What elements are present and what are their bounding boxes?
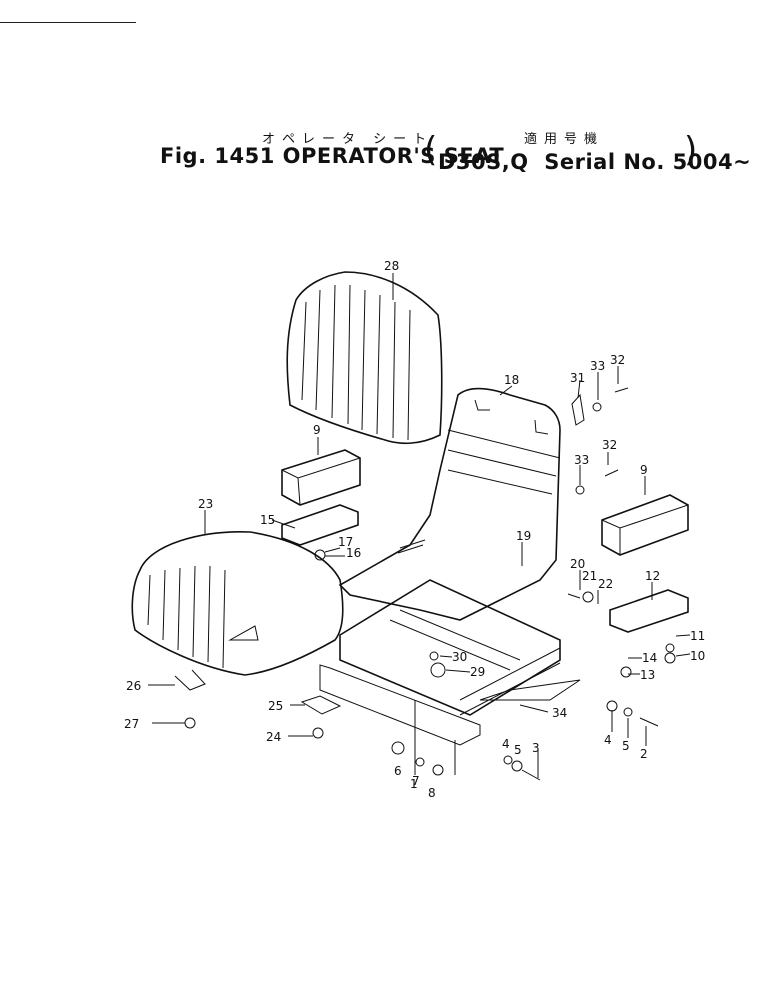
seat-frame	[338, 387, 561, 621]
callout-8: 8	[428, 786, 436, 800]
close-paren: )	[684, 130, 698, 170]
callout-9: 9	[313, 423, 321, 437]
callout-7: 7	[412, 774, 420, 788]
callout-15: 15	[260, 513, 275, 527]
backrest-cushion	[286, 271, 443, 445]
model-line: D30S,Q Serial No. 5004~	[438, 150, 751, 174]
callout-22: 22	[598, 577, 613, 591]
callout-23: 23	[198, 497, 213, 511]
title-text: OPERATOR'S SEAT	[282, 144, 505, 168]
callout-29: 29	[470, 665, 485, 679]
callout-19: 19	[516, 529, 531, 543]
callout-16: 16	[346, 546, 361, 560]
callout-12: 12	[645, 569, 660, 583]
fig-label: Fig.	[160, 144, 207, 168]
callout-10: 10	[690, 649, 705, 663]
callout-30: 30	[452, 650, 467, 664]
callout-33: 33	[590, 359, 605, 373]
callout-5b: 5	[514, 743, 522, 757]
armrest-pad-right	[601, 494, 689, 556]
callout-17: 17	[338, 535, 353, 549]
callout-21: 21	[582, 569, 597, 583]
open-paren: (	[424, 130, 438, 170]
callout-32b: 32	[602, 438, 617, 452]
callout-26: 26	[126, 679, 141, 693]
callout-6: 6	[394, 764, 402, 778]
fig-number: 1451	[214, 144, 275, 168]
serial-range: 5004~	[672, 150, 752, 174]
callout-34: 34	[552, 706, 567, 720]
top-rule	[0, 22, 136, 23]
callout-4: 4	[604, 733, 612, 747]
base-bracket	[319, 579, 581, 746]
callout-32: 32	[610, 353, 625, 367]
callout-33b: 33	[574, 453, 589, 467]
callout-31: 31	[570, 371, 585, 385]
callout-18: 18	[504, 373, 519, 387]
callout-11: 11	[690, 629, 705, 643]
callout-5: 5	[622, 739, 630, 753]
japanese-serial-caption: 適用号機	[524, 132, 605, 147]
hardware	[174, 387, 676, 781]
callout-20: 20	[570, 557, 585, 571]
callout-24: 24	[266, 730, 281, 744]
serial-label: Serial No.	[544, 150, 665, 174]
armrest-pad-left	[281, 449, 361, 506]
leader-lines	[148, 273, 691, 778]
callout-2: 2	[640, 747, 648, 761]
callout-3: 3	[532, 741, 540, 755]
callout-28: 28	[384, 259, 399, 273]
armrest-bracket-left	[281, 504, 359, 546]
callout-numbers: 28 18 31 33 32 33 32 9 9 23 15 17 16 19 …	[124, 259, 705, 800]
callout-25: 25	[268, 699, 283, 713]
figure-title: Fig. 1451 OPERATOR'S SEAT	[160, 144, 504, 168]
seat-cushion	[131, 531, 344, 676]
callout-1: 1	[410, 777, 418, 791]
callout-14: 14	[642, 651, 657, 665]
callout-9b: 9	[640, 463, 648, 477]
callout-4b: 4	[502, 737, 510, 751]
callout-13: 13	[640, 668, 655, 682]
japanese-caption: オペレータ シート	[262, 132, 434, 147]
model-code: D30S,Q	[438, 150, 529, 174]
callout-27: 27	[124, 717, 139, 731]
armrest-bracket-right	[609, 589, 689, 633]
